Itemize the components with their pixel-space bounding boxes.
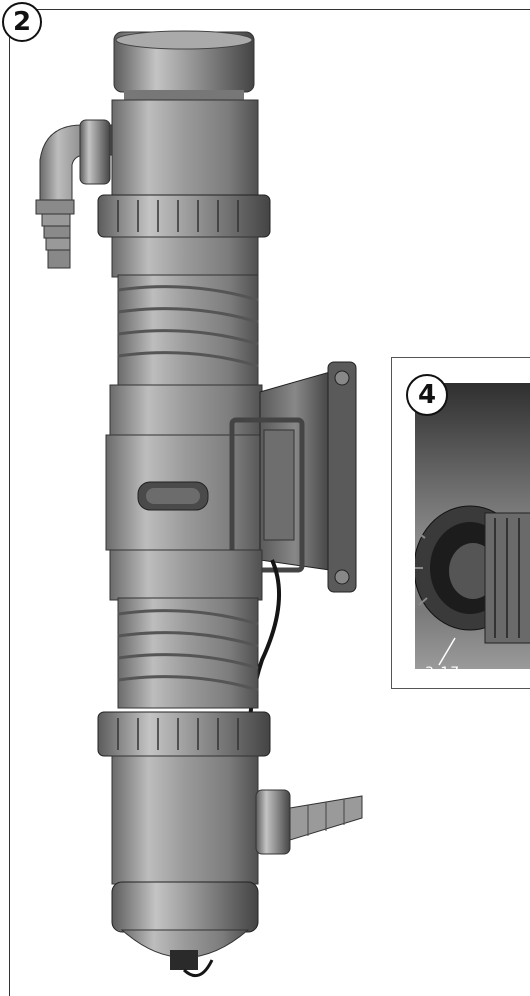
callout-leader [438,637,456,666]
callout-label: 3.17 [425,665,461,681]
figure-number: 2 [12,7,32,37]
frame-left-rule [9,20,10,996]
inset-number-badge: 4 [406,374,448,416]
upper-housing [111,99,259,201]
bracket-clamp [229,417,305,573]
middle-collar [109,384,263,436]
side-inlet-union [255,789,291,855]
lower-housing [111,755,259,885]
upper-union-ring [97,194,271,238]
union-nut-detail [415,505,530,666]
hose-tail-top [35,199,75,215]
lower-union-ring [97,711,271,757]
detail-inset: 4 3.17 [391,357,530,689]
bottom-cap [111,881,259,933]
frame-top-rule [20,9,530,10]
inset-number: 4 [417,380,437,410]
spiral-section-lower [117,597,259,709]
wall-plate [327,361,357,593]
figure-number-badge: 2 [2,2,42,42]
inset-photo [415,383,530,669]
